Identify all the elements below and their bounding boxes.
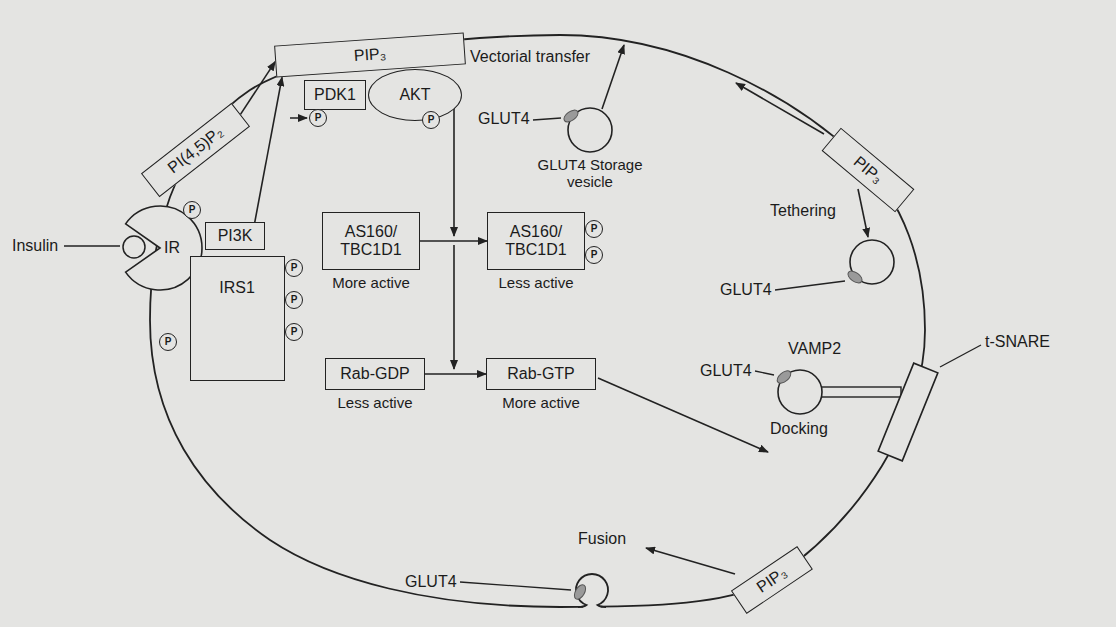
- transfer-arrow: [602, 45, 624, 109]
- protein-box: AS160/ TBC1D1More active: [322, 212, 420, 270]
- state-caption: More active: [332, 274, 410, 291]
- state-caption: More active: [502, 394, 580, 411]
- phosphate-circle: P: [585, 220, 603, 238]
- glut4-symbol: [562, 108, 580, 125]
- signal-arrow: [736, 83, 824, 134]
- state-caption: Less active: [498, 274, 573, 291]
- node-text: P: [315, 113, 322, 123]
- protein-box: PIP₃: [822, 128, 915, 213]
- signal-arrow: [240, 62, 275, 115]
- glut4-symbol: [572, 583, 588, 601]
- protein-label: t-SNARE: [985, 333, 1050, 351]
- glut4-label: GLUT4: [478, 110, 530, 128]
- signal-arrow: [453, 107, 455, 236]
- leader-line: [64, 245, 120, 246]
- t-snare-symbol: [878, 363, 938, 461]
- phosphate-circle: P: [585, 246, 603, 264]
- node-text: PIP₃: [753, 564, 790, 597]
- state-caption: Less active: [337, 394, 412, 411]
- phosphate-circle: P: [422, 111, 440, 129]
- phosphate-circle: P: [285, 323, 303, 341]
- protein-box: PIP₃: [731, 546, 813, 614]
- protein-box: PI3K: [205, 222, 265, 250]
- cell-membrane: [150, 35, 925, 607]
- leader-line: [460, 582, 571, 590]
- glut4-symbol: [846, 269, 864, 286]
- glut4-label: GLUT4: [720, 281, 772, 299]
- signal-arrow: [453, 245, 455, 369]
- leader-line: [755, 371, 774, 375]
- phosphate-circle: P: [183, 201, 201, 219]
- node-text: AS160/ TBC1D1: [494, 223, 578, 260]
- protein-box: PIP₃: [274, 32, 466, 77]
- glut4-label: GLUT4: [700, 362, 752, 380]
- signal-arrow: [420, 240, 487, 242]
- protein-box: AS160/ TBC1D1Less active: [487, 212, 585, 270]
- node-text: IRS1: [219, 279, 255, 297]
- process-label: Docking: [770, 420, 828, 438]
- signal-arrow: [858, 189, 868, 237]
- glut4-symbol: [775, 368, 793, 385]
- node-text: P: [428, 115, 435, 125]
- insulin-symbol: [123, 236, 145, 258]
- ligand-label: Insulin: [12, 237, 58, 255]
- node-text: PIP₃: [850, 153, 887, 188]
- process-label: Tethering: [770, 202, 836, 220]
- node-text: P: [165, 337, 172, 347]
- node-text: Rab-GDP: [340, 365, 409, 383]
- process-label: Vectorial transfer: [470, 48, 590, 66]
- node-text: P: [591, 224, 598, 234]
- node-text: PI(4,5)P₂: [164, 123, 226, 177]
- signal-arrow: [255, 77, 282, 222]
- membrane-gap: [583, 600, 601, 614]
- protein-label: VAMP2: [788, 340, 841, 358]
- node-text: PDK1: [314, 86, 356, 104]
- node-text: PIP₃: [353, 45, 387, 66]
- kinase-ellipse: AKT: [368, 69, 462, 121]
- phosphate-circle: P: [309, 109, 327, 127]
- leader-line: [533, 118, 561, 120]
- node-text: P: [189, 205, 196, 215]
- node-text: AKT: [399, 86, 430, 104]
- phosphate-circle: P: [159, 333, 177, 351]
- protein-box: Rab-GDPLess active: [325, 358, 425, 390]
- process-label: Fusion: [578, 530, 626, 548]
- node-text: AS160/ TBC1D1: [329, 223, 413, 260]
- glut4-label: GLUT4: [405, 573, 457, 591]
- node-text: P: [291, 295, 298, 305]
- protein-box: Rab-GTPMore active: [486, 358, 596, 390]
- vesicle-label: GLUT4 Storage vesicle: [537, 156, 644, 191]
- signal-arrow: [646, 548, 735, 574]
- leader-line: [775, 281, 845, 290]
- phosphate-circle: P: [285, 291, 303, 309]
- protein-box: IRS1: [190, 256, 285, 381]
- node-text: P: [591, 250, 598, 260]
- node-text: IR: [164, 239, 180, 257]
- vamp2-symbol: [821, 387, 901, 397]
- node-text: Rab-GTP: [507, 365, 575, 383]
- signal-arrow: [425, 373, 486, 375]
- protein-box: PI(4,5)P₂: [140, 103, 249, 197]
- protein-box: PDK1: [304, 80, 366, 110]
- node-text: P: [291, 327, 298, 337]
- node-text: PI3K: [218, 227, 253, 245]
- phosphorylation-arrow: [290, 117, 307, 119]
- phosphate-circle: P: [285, 259, 303, 277]
- leader-line: [940, 345, 981, 367]
- signal-arrow: [598, 378, 768, 452]
- node-text: P: [291, 263, 298, 273]
